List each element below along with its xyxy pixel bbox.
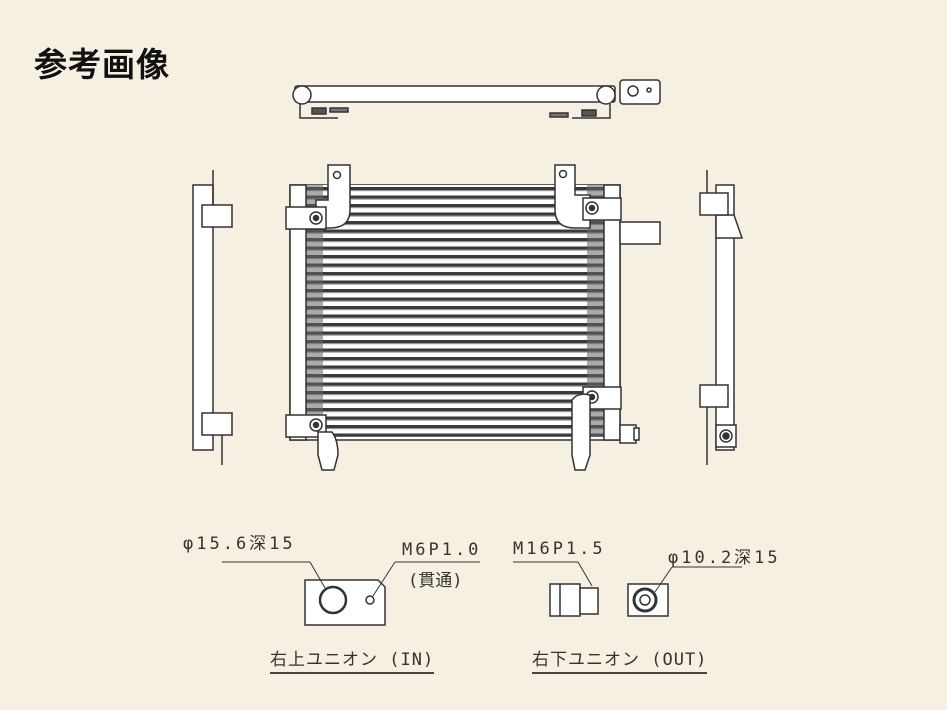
top-view: [292, 79, 661, 119]
in-thread-label: M6P1.0: [402, 540, 482, 560]
in-bore-label: φ15.6深15: [183, 534, 296, 554]
out-union-caption: 右下ユニオン (OUT): [532, 645, 708, 674]
out-bore-label: φ10.2深15: [668, 548, 781, 568]
out-thread-label: M16P1.5: [513, 539, 606, 559]
in-union-detail: [222, 561, 480, 626]
page-title: 参考画像: [34, 45, 170, 84]
out-union-detail: [513, 561, 742, 617]
front-view: [285, 164, 661, 471]
in-union-caption: 右上ユニオン (IN): [270, 645, 435, 674]
left-side-view: [192, 170, 233, 465]
in-thread-note: (貫通): [408, 571, 463, 591]
right-side-view: [699, 170, 744, 465]
